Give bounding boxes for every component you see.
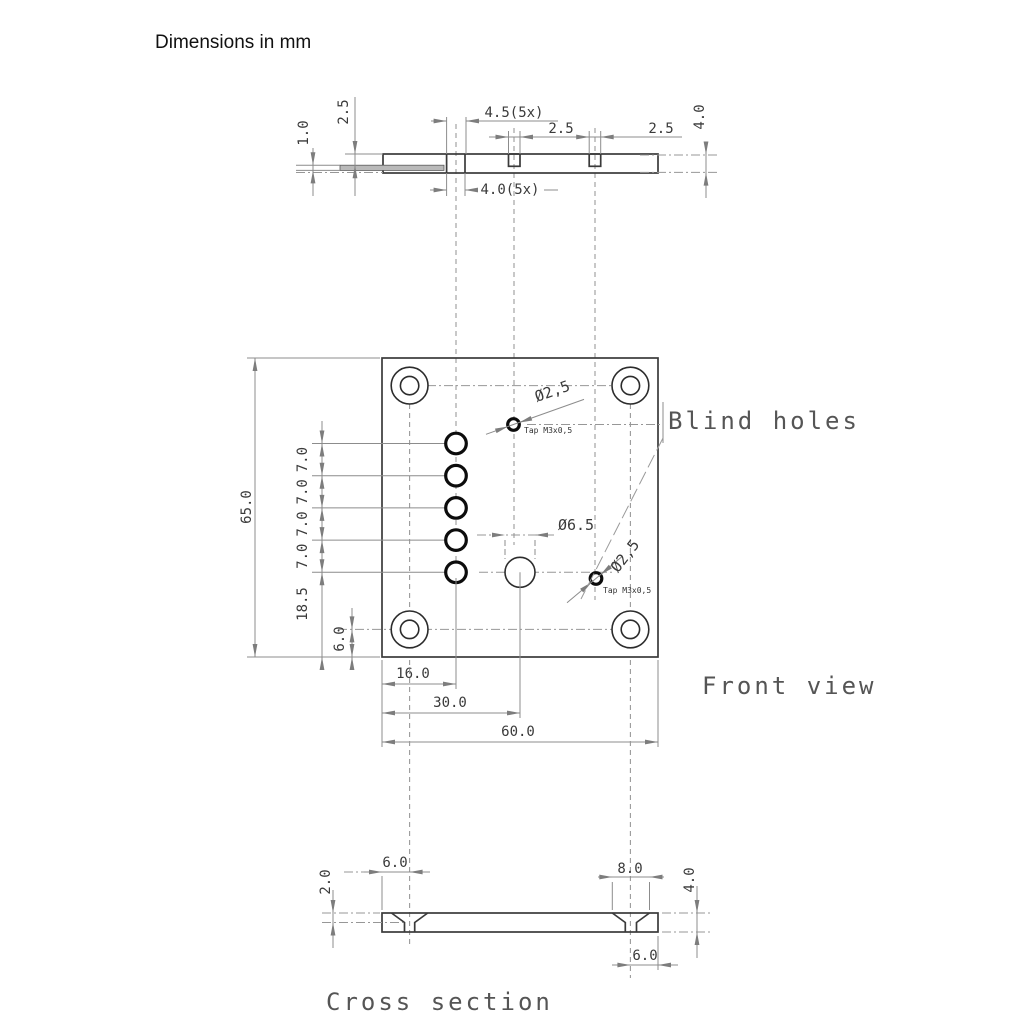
dim-countersink-depth: 2.0 bbox=[318, 869, 334, 894]
tap-note-upper: Tap M3x0,5 bbox=[524, 426, 572, 435]
blind-holes-label: Blind holes bbox=[668, 407, 860, 435]
dim-hole-pitch-2: 7.0 bbox=[295, 479, 311, 504]
dim-plate-thickness: 4.0 bbox=[692, 104, 708, 129]
dim-center-hole-x: 30.0 bbox=[433, 695, 467, 711]
top-view-blind-slot-2 bbox=[588, 153, 602, 168]
hole-column-5x bbox=[444, 431, 468, 585]
dia-blind-lower: Ø2,5 bbox=[607, 536, 643, 576]
drawing-note: Dimensions in mm bbox=[155, 32, 311, 53]
tap-note-lower: Tap M3x0,5 bbox=[603, 586, 651, 595]
dim-tab-offset: 2.5 bbox=[336, 99, 352, 124]
countersink-left bbox=[390, 912, 406, 932]
front-view-label: Front view bbox=[702, 672, 877, 700]
top-view-thin-tab bbox=[339, 164, 445, 171]
dim-hole-pitch-4: 7.0 bbox=[295, 544, 311, 569]
dim-counterbore: 4.5(5x) bbox=[484, 105, 543, 121]
top-view: 4.5(5x) 2.5 2.5 4.0(5x) 1.0 2.5 4.0 bbox=[296, 97, 717, 600]
dim-hole-column: 16.0 bbox=[396, 666, 430, 682]
countersink-right bbox=[611, 912, 627, 932]
dim-countersink-dia: 8.0 bbox=[617, 861, 642, 877]
dia-center-hole: Ø6.5 bbox=[558, 516, 594, 534]
dim-bottom-offset: 18.5 bbox=[295, 587, 311, 621]
dim-right-hole-offset: 6.0 bbox=[632, 948, 657, 964]
dim-corner-hole-offset: 6.0 bbox=[332, 626, 348, 651]
dim-width: 60.0 bbox=[501, 724, 535, 740]
dia-blind-upper: Ø2,5 bbox=[532, 377, 572, 406]
dim-thickness: 4.0 bbox=[682, 867, 698, 892]
dim-hole-pitch-3: 7.0 bbox=[295, 511, 311, 536]
dim-height: 65.0 bbox=[239, 490, 255, 524]
corner-hole-top-left bbox=[390, 366, 429, 405]
top-view-blind-slot-1 bbox=[507, 153, 521, 168]
corner-hole-bottom-right bbox=[611, 610, 650, 649]
dim-hole-pitch-1: 7.0 bbox=[295, 447, 311, 472]
cross-section-label: Cross section bbox=[326, 988, 553, 1016]
dim-blind-hole-2: 2.5 bbox=[648, 121, 673, 137]
front-view: Ø2,5 Tap M3x0,5 Ø2,5 Tap M3x0,5 Blind ho… bbox=[239, 357, 877, 747]
corner-hole-top-right bbox=[611, 366, 650, 405]
dim-blind-hole-1: 2.5 bbox=[548, 121, 573, 137]
dim-through-hole: 4.0(5x) bbox=[480, 182, 539, 198]
dim-tab-thickness: 1.0 bbox=[296, 120, 312, 145]
corner-hole-bottom-left bbox=[390, 610, 429, 649]
dim-left-hole-offset: 6.0 bbox=[382, 855, 407, 871]
cross-section: 6.0 2.0 8.0 4.0 6.0 Cross section bbox=[318, 660, 712, 1016]
